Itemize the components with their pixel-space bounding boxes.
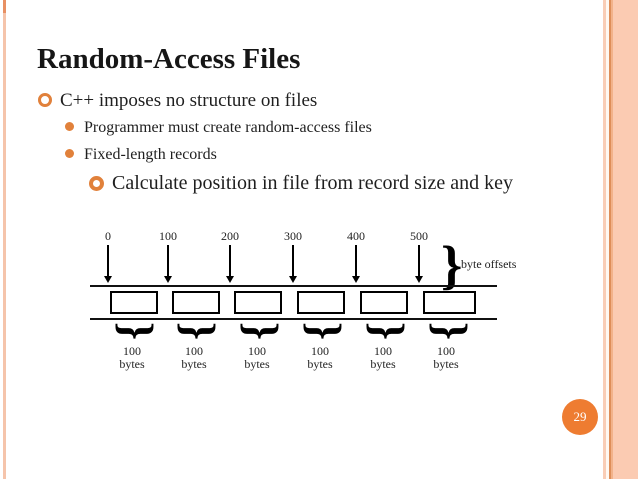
down-arrow-icon <box>289 245 297 283</box>
right-border-stripe-2 <box>606 0 609 479</box>
bullet-ring-icon <box>38 93 52 107</box>
down-arrow-icon <box>226 245 234 283</box>
left-border-stripe <box>3 0 6 479</box>
underbrace-icon: { <box>167 321 219 341</box>
right-border-stripe-5 <box>613 0 638 479</box>
byte-offset-label: 200 <box>221 229 239 243</box>
tape-bottom-line <box>90 318 497 320</box>
byte-offset-label: 100 <box>159 229 177 243</box>
bullet-text-level2: Fixed-length records <box>84 146 217 163</box>
underbrace-icon: { <box>230 321 282 341</box>
down-arrow-icon <box>415 245 423 283</box>
bullet-text-level1: C++ imposes no structure on files <box>60 90 318 111</box>
down-arrow-icon <box>104 245 112 283</box>
down-arrow-icon <box>352 245 360 283</box>
byte-offset-label: 300 <box>284 229 302 243</box>
page-title: Random-Access Files <box>37 43 301 75</box>
page-number-badge: 29 <box>562 399 598 435</box>
left-border-stripe-cap <box>3 0 6 13</box>
bullet-dot-icon <box>65 122 74 131</box>
record-cell <box>110 291 158 314</box>
bullet-dot-icon <box>65 149 74 158</box>
bullet-ring-icon <box>89 176 104 191</box>
right-border-stripe-3 <box>609 0 611 479</box>
record-cell <box>423 291 476 314</box>
record-cell <box>360 291 408 314</box>
bullet-text-level3: Calculate position in file from record s… <box>112 172 513 194</box>
down-arrow-icon <box>164 245 172 283</box>
underbrace-icon: { <box>105 321 157 341</box>
underbrace-icon: { <box>356 321 408 341</box>
right-border-stripe-1 <box>603 0 606 479</box>
byte-offset-label: 400 <box>347 229 365 243</box>
byte-offset-label: 0 <box>105 229 111 243</box>
right-border-stripe-4 <box>611 0 613 479</box>
bullet-text-level2: Programmer must create random-access fil… <box>84 119 372 136</box>
byte-offsets-brace-icon: } <box>441 235 463 295</box>
underbrace-icon: { <box>293 321 345 341</box>
record-cell <box>234 291 282 314</box>
byte-offsets-label: byte offsets <box>461 257 517 271</box>
underbrace-icon: { <box>419 321 471 341</box>
record-cell <box>297 291 345 314</box>
byte-offset-label: 500 <box>410 229 428 243</box>
record-cell <box>172 291 220 314</box>
tape-top-line <box>90 285 497 287</box>
